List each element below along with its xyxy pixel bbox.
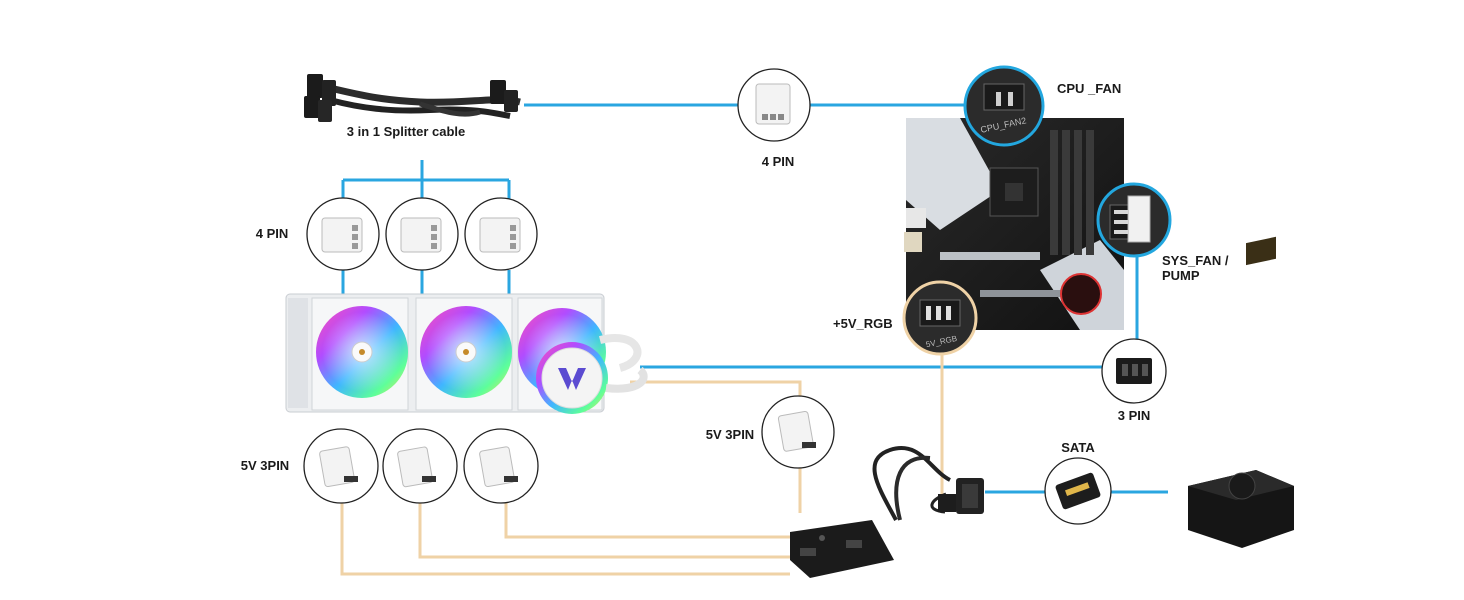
cpu-fan-label: CPU _FAN	[1057, 81, 1121, 96]
pump-3pin-label: 3 PIN	[1118, 408, 1151, 423]
rgb-header-zoom: 5V_RGB	[902, 280, 978, 356]
radiator-image	[285, 293, 648, 414]
fan-4pin-connector-1	[306, 197, 380, 271]
psu-image	[1188, 236, 1294, 548]
cpu-fan-zoom: CPU_FAN2	[963, 65, 1045, 147]
sata-connector	[1044, 457, 1112, 525]
fan-5v3pin-connector-2	[382, 428, 458, 504]
pump-3pin-connector	[1101, 338, 1167, 404]
rgb-wires	[340, 352, 944, 576]
top-4pin-connector	[737, 68, 811, 142]
splitter-cable-image	[304, 74, 521, 122]
fan-5v3pin-connectors	[303, 428, 539, 504]
rgb-fan-2	[415, 297, 513, 411]
rgb-header-label: +5V_RGB	[833, 316, 893, 331]
pwm-wires	[341, 103, 1168, 494]
sys-fan-zoom	[1096, 182, 1172, 258]
sata-label: SATA	[1061, 440, 1095, 455]
sys-fan-label-line2: PUMP	[1162, 268, 1200, 283]
argb-hub-image	[790, 446, 984, 578]
mid-5v3pin-label: 5V 3PIN	[706, 427, 754, 442]
fan-4pin-connectors	[306, 197, 538, 271]
splitter-cable-label: 3 in 1 Splitter cable	[347, 124, 466, 139]
fan-5v3pin-connector-1	[303, 428, 379, 504]
sys-fan-label-line1: SYS_FAN /	[1162, 253, 1229, 268]
mid-5v3pin-connector	[761, 395, 835, 469]
fan-5v3pin-connector-3	[463, 428, 539, 504]
fan-4pin-connector-2	[385, 197, 459, 271]
pump-head	[536, 342, 608, 414]
rgb-fan-1	[311, 297, 409, 411]
motherboard-image	[904, 118, 1124, 330]
left-5v3pin-label: 5V 3PIN	[241, 458, 289, 473]
left-4pin-label: 4 PIN	[256, 226, 289, 241]
top-4pin-label: 4 PIN	[762, 154, 795, 169]
fan-4pin-connector-3	[464, 197, 538, 271]
